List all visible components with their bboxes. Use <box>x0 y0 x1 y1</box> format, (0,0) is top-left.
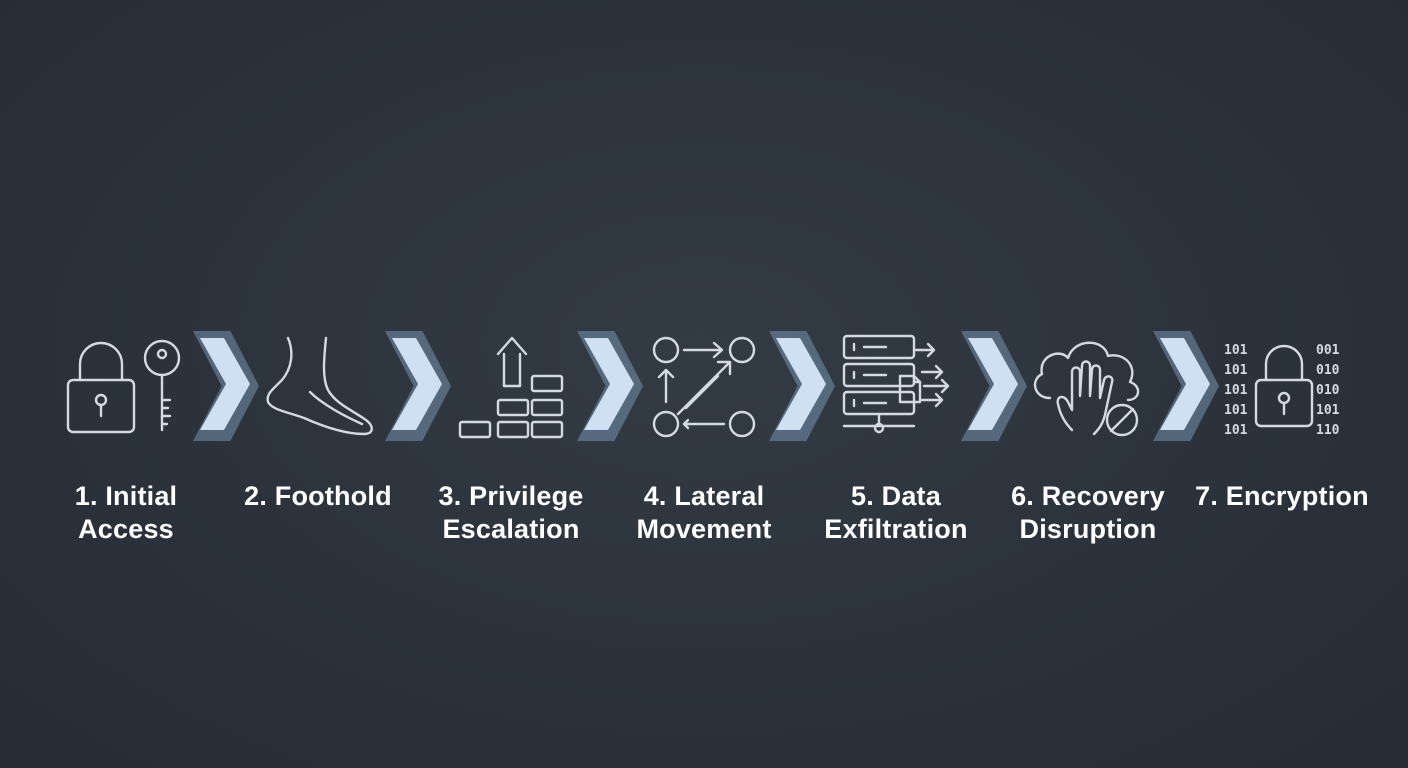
svg-text:010: 010 <box>1316 363 1340 378</box>
stage-label-data-exfiltration: 5. Data Exfiltration <box>824 481 968 544</box>
chevron-right-icon <box>577 331 643 441</box>
network-nodes-icon <box>634 330 774 440</box>
chevron-right-icon <box>769 331 835 441</box>
stage-label-initial-access: 1. Initial Access <box>74 481 178 544</box>
svg-text:101: 101 <box>1224 363 1248 378</box>
chevron-right-icon <box>385 331 451 441</box>
svg-text:001: 001 <box>1316 343 1340 358</box>
stage-label-privilege-escalation: 3. Privilege Escalation <box>438 481 584 544</box>
stage-label-recovery-disruption: 6. Recovery Disruption <box>1011 481 1165 544</box>
svg-text:110: 110 <box>1316 423 1340 438</box>
chevron-right-icon <box>1153 331 1219 441</box>
svg-text:101: 101 <box>1224 383 1248 398</box>
chevron-right-icon <box>961 331 1027 441</box>
svg-text:010: 010 <box>1316 383 1340 398</box>
svg-text:101: 101 <box>1316 403 1340 418</box>
binary-padlock-icon: 101 101 101 101 101 001 010 010 101 110 <box>1216 330 1356 440</box>
svg-text:101: 101 <box>1224 343 1248 358</box>
stage-label-encryption: 7. Encryption <box>1195 481 1369 511</box>
padlock-key-icon <box>58 330 198 440</box>
stage-label-foothold: 2. Foothold <box>244 481 392 511</box>
cloud-hand-block-icon <box>1020 330 1160 440</box>
chevron-right-icon <box>193 331 259 441</box>
foot-icon <box>252 330 392 440</box>
svg-text:101: 101 <box>1224 423 1248 438</box>
svg-text:101: 101 <box>1224 403 1248 418</box>
server-data-out-icon <box>826 330 966 440</box>
stairs-arrow-up-icon <box>442 330 582 440</box>
stage-label-lateral-movement: 4. Lateral Movement <box>636 481 772 544</box>
